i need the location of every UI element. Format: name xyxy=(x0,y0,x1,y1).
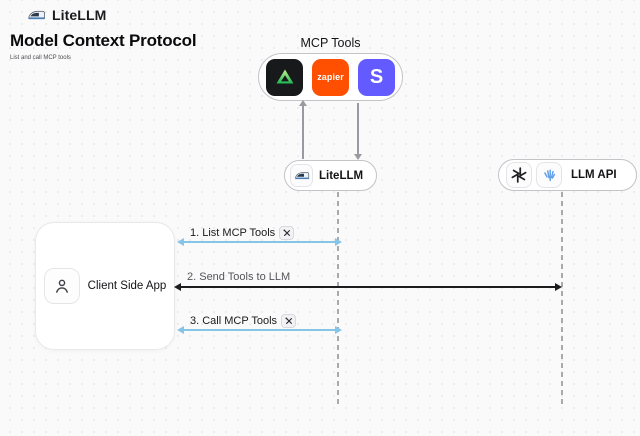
flow-3-label: 3. Call MCP Tools xyxy=(190,314,297,328)
openai-icon xyxy=(506,162,532,188)
litellm-node-label: LiteLLM xyxy=(319,169,364,182)
app-logo: LiteLLM xyxy=(27,7,106,23)
mcp-tools-node: zapier S xyxy=(258,53,403,101)
client-side-app-node: Client Side App xyxy=(35,222,175,350)
connector-mcp-to-litellm-arrow xyxy=(354,103,361,160)
stripe-logo-text: S xyxy=(369,65,384,88)
litellm-node: LiteLLM xyxy=(284,160,377,191)
person-icon xyxy=(43,268,80,304)
client-side-app-label: Client Side App xyxy=(87,280,167,292)
llm-api-node: LLM API xyxy=(498,159,637,191)
provider-icon xyxy=(536,162,562,188)
flow-2-text: 2. Send Tools to LLM xyxy=(187,271,291,283)
green-triangle-tool-icon xyxy=(266,58,303,96)
app-logo-text: LiteLLM xyxy=(52,7,107,23)
page-subtitle: List and call MCP tools xyxy=(10,55,71,61)
flow-2-arrow xyxy=(174,283,562,291)
litellm-lifeline xyxy=(337,192,339,407)
train-icon xyxy=(28,10,45,19)
zapier-logo-text: zapier xyxy=(317,72,344,82)
tools-icon xyxy=(279,226,295,240)
zapier-icon: zapier xyxy=(312,58,349,96)
flow-3-text: 3. Call MCP Tools xyxy=(190,315,278,327)
page-title: Model Context Protocol xyxy=(10,31,197,50)
mcp-tools-label: MCP Tools xyxy=(300,36,361,50)
flow-1-text: 1. List MCP Tools xyxy=(190,227,276,239)
tools-icon xyxy=(281,314,297,328)
flow-1-arrow xyxy=(177,238,342,246)
stripe-icon: S xyxy=(358,58,395,96)
flow-3-arrow xyxy=(177,326,342,334)
flow-2-label: 2. Send Tools to LLM xyxy=(187,271,290,283)
flow-1-label: 1. List MCP Tools xyxy=(190,226,295,240)
llm-api-node-label: LLM API xyxy=(571,169,617,181)
llm-api-lifeline xyxy=(561,192,563,407)
train-icon xyxy=(290,164,313,187)
connector-litellm-to-mcp-arrow xyxy=(299,100,306,159)
